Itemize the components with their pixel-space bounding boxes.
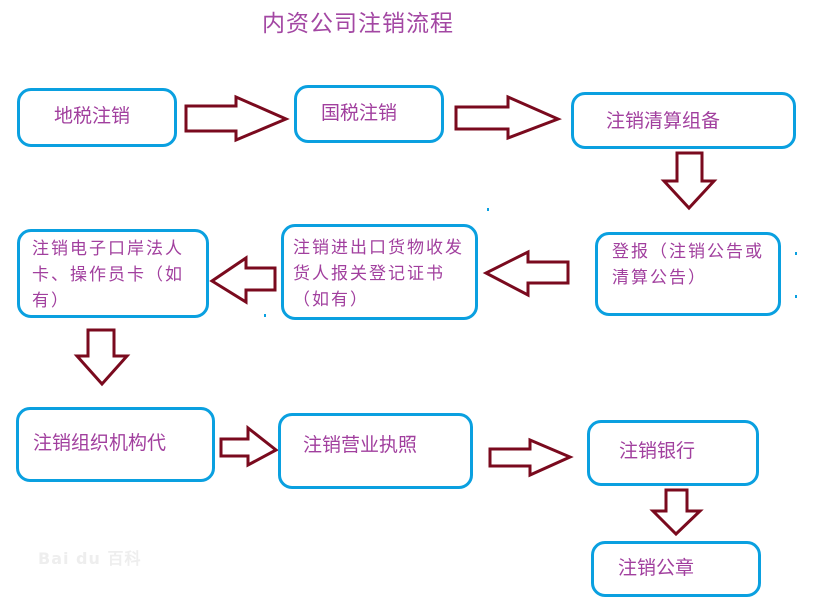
step-label: 国税注销 — [321, 102, 398, 124]
arrow-down-9-10 — [649, 488, 704, 537]
step-box-8: 注销营业执照 — [278, 413, 473, 489]
step-label: 注销组织机构代 — [33, 432, 167, 454]
step-label: 登报（注销公告或清算公告） — [612, 242, 764, 288]
step-label: 注销公章 — [618, 557, 695, 579]
step-box-2: 国税注销 — [294, 85, 444, 143]
arrow-right-1-2 — [184, 94, 290, 143]
step-box-6: 注销电子口岸法人卡、操作员卡（如有） — [17, 229, 209, 318]
arrow-right-8-9 — [488, 437, 574, 478]
arrow-down-6-7 — [73, 328, 131, 387]
step-label: 注销银行 — [619, 440, 696, 462]
arrow-right-7-8 — [219, 424, 279, 468]
arrow-left-5-6 — [209, 255, 277, 305]
step-box-5: 注销进出口货物收发货人报关登记证书（如有） — [281, 224, 478, 320]
baidu-watermark: Bai du 百科 — [38, 549, 142, 568]
step-box-7: 注销组织机构代 — [16, 407, 215, 482]
arrow-down-3-4 — [660, 151, 718, 211]
step-label: 注销营业执照 — [303, 434, 418, 456]
step-label: 注销清算组备 — [606, 110, 721, 132]
step-label: 注销电子口岸法人卡、操作员卡（如有） — [32, 239, 184, 311]
stray-dot — [264, 314, 266, 317]
arrow-left-4-5 — [482, 249, 570, 298]
step-label: 注销进出口货物收发货人报关登记证书（如有） — [293, 238, 464, 310]
step-box-9: 注销银行 — [587, 420, 759, 486]
step-box-10: 注销公章 — [591, 541, 761, 597]
diagram-title: 内资公司注销流程 — [262, 11, 454, 37]
arrow-right-2-3 — [454, 94, 562, 141]
step-label: 地税注销 — [54, 105, 131, 127]
step-box-1: 地税注销 — [17, 88, 177, 147]
stray-dot — [487, 208, 489, 211]
stray-dot — [795, 252, 797, 255]
step-box-3: 注销清算组备 — [571, 92, 796, 149]
step-box-4: 登报（注销公告或清算公告） — [595, 232, 781, 316]
stray-dot — [795, 295, 797, 298]
